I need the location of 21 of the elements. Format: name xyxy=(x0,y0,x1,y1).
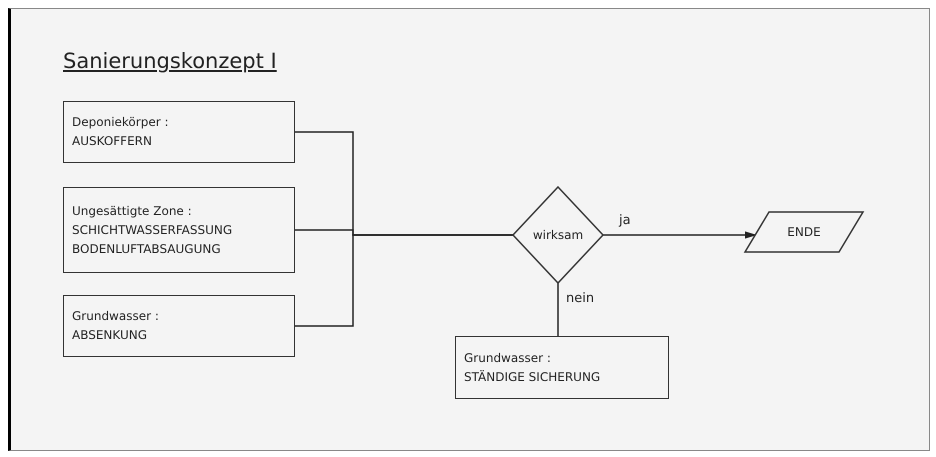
process-box xyxy=(63,101,295,163)
node-text: SCHICHTWASSERFASSUNG xyxy=(72,222,234,238)
node-text: Deponiekörper : xyxy=(72,114,170,131)
terminal-parallelogram xyxy=(745,212,863,252)
process-box xyxy=(63,295,295,357)
connector-line xyxy=(603,231,757,239)
node-text: Ungesättigte Zone : xyxy=(72,202,193,220)
node-text: BODENLUFTABSAUGUNG xyxy=(72,240,222,258)
decision-diamond xyxy=(513,187,603,283)
connector-line xyxy=(557,283,559,336)
node-text: ENDE xyxy=(787,224,821,240)
process-box xyxy=(455,336,669,399)
node-text: Grundwasser : xyxy=(72,308,160,325)
diagram-title: Sanierungskonzept I xyxy=(63,49,277,73)
connector-line xyxy=(295,234,513,327)
node-text: AUSKOFFERN xyxy=(72,133,153,150)
process-box xyxy=(63,187,295,273)
node-text: STÄNDIGE SICHERUNG xyxy=(464,368,602,386)
node-text: ABSENKUNG xyxy=(72,327,148,344)
node-text: wirksam xyxy=(532,226,584,244)
node-text: Grundwasser : xyxy=(464,350,552,366)
